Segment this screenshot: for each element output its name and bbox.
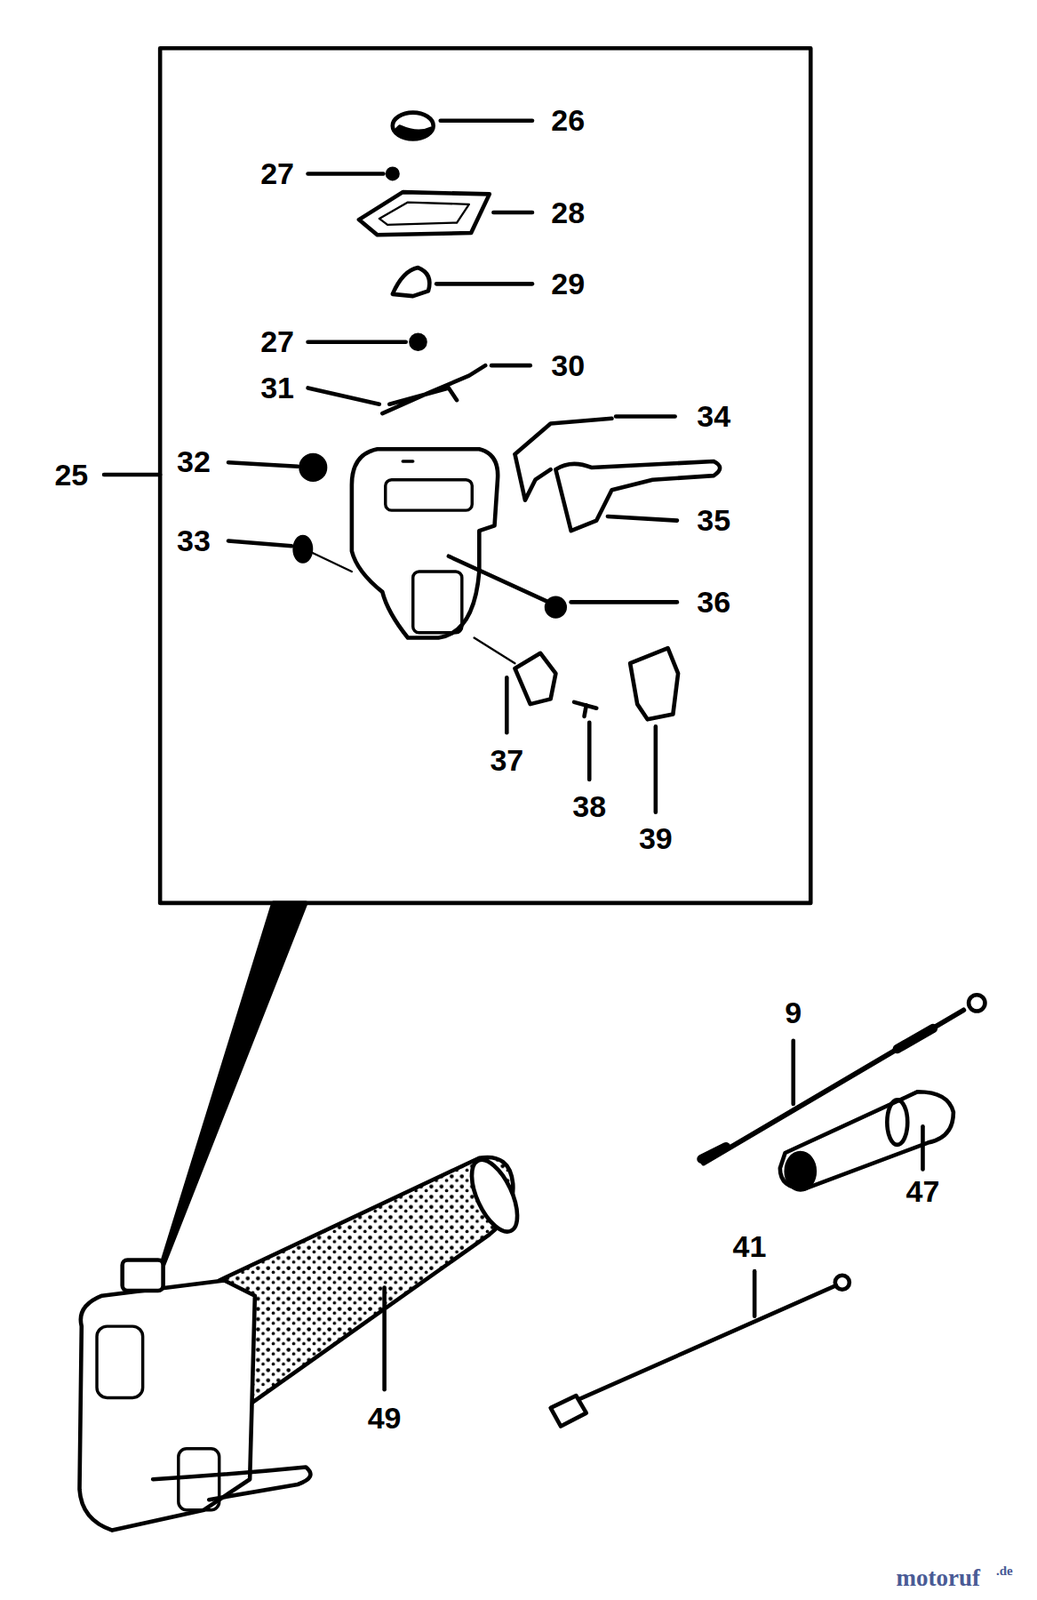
leader-line: [493, 210, 533, 216]
leader-line: [654, 725, 659, 812]
callout-number: 35: [696, 504, 731, 535]
grip: [219, 1156, 514, 1408]
callout-number: 26: [550, 104, 585, 136]
leader-line: [103, 472, 160, 478]
leader-line: [571, 599, 678, 605]
callout-number: 38: [572, 790, 607, 822]
housing: [96, 1325, 144, 1397]
leader-line: [382, 1287, 387, 1390]
leader-line: [308, 171, 384, 176]
housing: [79, 1279, 256, 1530]
leader-line: [228, 541, 292, 547]
cap-part: [392, 112, 434, 140]
throttle-tube: [886, 1099, 908, 1144]
cable: [571, 1284, 837, 1403]
cover-part: [379, 202, 470, 225]
callout-number: 28: [550, 197, 585, 228]
leader-line: [752, 1270, 758, 1316]
callout-number: 33: [176, 525, 211, 556]
cable: [550, 1395, 587, 1426]
callout-number: 37: [489, 744, 524, 775]
callout-number: 27: [260, 158, 295, 189]
leader-line: [607, 516, 678, 521]
plug-part: [295, 536, 312, 562]
watermark: .de: [996, 1563, 1014, 1578]
callout-number: 41: [732, 1230, 766, 1261]
callout-number: 34: [696, 400, 731, 431]
pointer: [152, 902, 306, 1292]
diaphragm-part: [392, 267, 431, 296]
leader-line: [615, 414, 676, 419]
cover-part: [358, 191, 490, 235]
guide-line: [474, 638, 516, 664]
leader-line: [308, 387, 380, 404]
bolt-part: [448, 556, 549, 603]
callout-number: 36: [696, 586, 731, 617]
throttle-tube: [786, 1152, 815, 1189]
brake-lever: [555, 461, 720, 531]
guide-line: [312, 552, 352, 572]
leader-line: [587, 722, 592, 780]
leader-line: [491, 363, 531, 368]
spring-part: [382, 365, 486, 414]
callout-number: 29: [550, 268, 585, 299]
cap-part: [395, 127, 431, 137]
master-cylinder: [413, 571, 463, 633]
leader-line: [436, 281, 533, 287]
callout-number: 31: [260, 372, 295, 403]
leader-line: [308, 339, 407, 344]
grip: [462, 1152, 527, 1238]
master-cylinder: [351, 448, 498, 638]
leader-line: [440, 118, 533, 123]
callout-number: 47: [906, 1175, 941, 1206]
cable: [968, 994, 985, 1011]
callout-number: 32: [176, 446, 211, 477]
watermark: motoruf: [895, 1565, 980, 1590]
cover-part: [630, 647, 679, 719]
inset-frame: [159, 47, 811, 903]
callout-number: 27: [260, 326, 295, 357]
callout-number: 49: [367, 1402, 402, 1433]
leader-line: [504, 677, 510, 733]
housing: [122, 1260, 164, 1291]
master-cylinder: [402, 459, 413, 463]
callout-number: 25: [54, 459, 88, 490]
callout-number: 39: [638, 822, 673, 854]
screw-part: [387, 168, 398, 179]
screw-part: [574, 701, 597, 717]
lever: [152, 1466, 311, 1500]
leader-line: [920, 1125, 926, 1169]
leader-line: [228, 462, 298, 467]
callout-number: 9: [784, 997, 802, 1028]
cap-part: [301, 454, 327, 480]
switch-part: [514, 653, 556, 704]
callout-number: 30: [550, 350, 585, 381]
master-cylinder: [385, 479, 473, 511]
cable: [835, 1275, 850, 1290]
screw-part: [410, 335, 425, 350]
bolt-part: [546, 598, 566, 617]
leader-line: [790, 1040, 796, 1104]
